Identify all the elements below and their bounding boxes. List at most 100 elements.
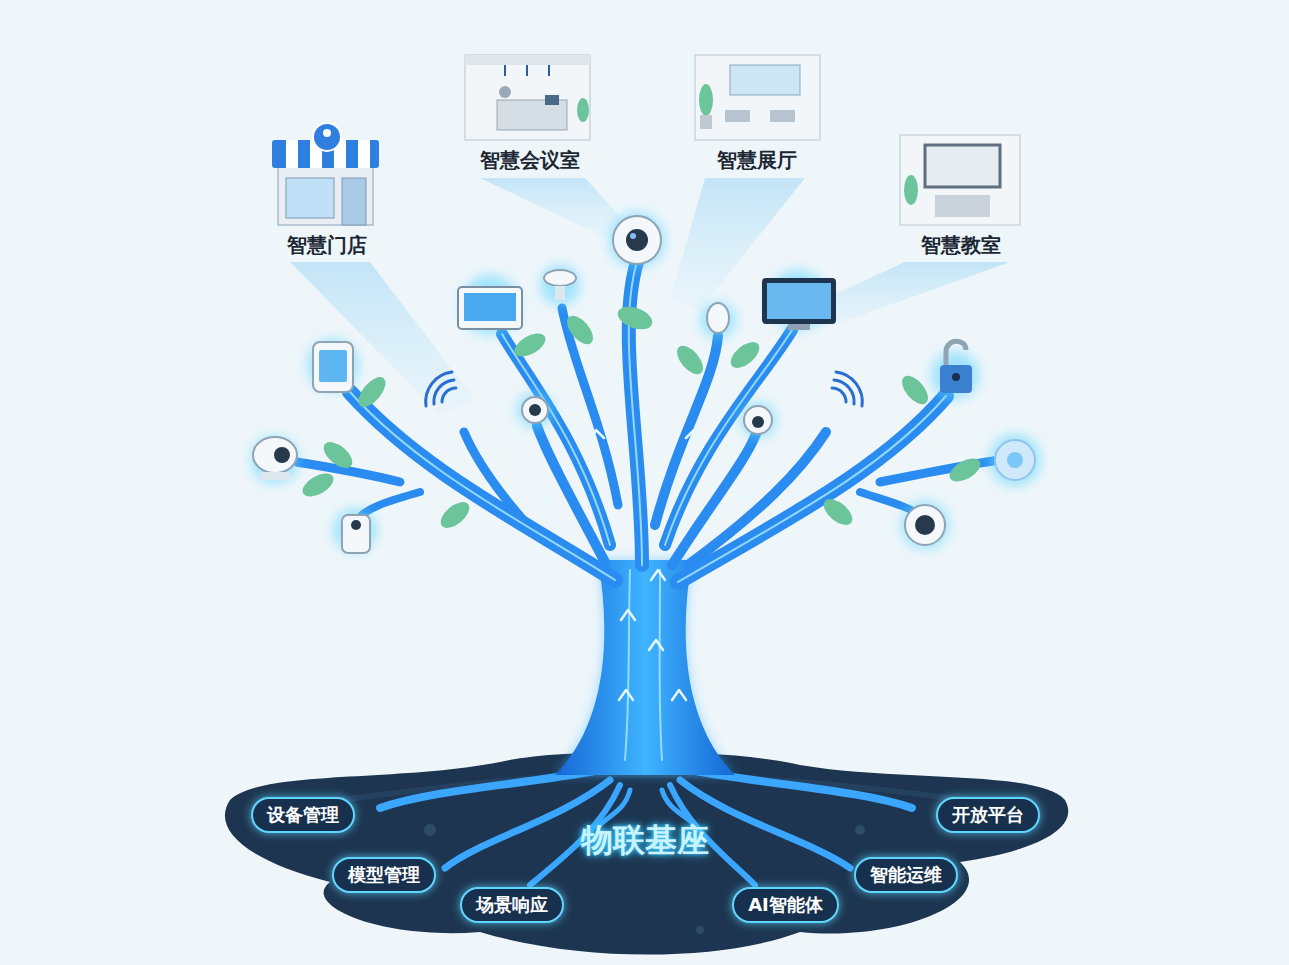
scenario-icon xyxy=(286,178,334,218)
device-icon xyxy=(752,416,764,428)
scenario-label: 智慧展厅 xyxy=(717,148,797,172)
scenario-icon xyxy=(730,65,800,95)
device-icon xyxy=(905,505,945,545)
branch-highlight xyxy=(660,570,663,760)
scenario-icon xyxy=(548,65,550,76)
wifi-symbol xyxy=(442,388,456,402)
device-icon xyxy=(555,286,565,300)
scenario-icon xyxy=(272,55,1020,225)
leaf xyxy=(511,329,549,362)
device-icon xyxy=(952,373,960,381)
device-icon xyxy=(253,216,1035,553)
flow-arrow xyxy=(540,496,552,508)
branch-highlight xyxy=(678,396,946,582)
device-icon xyxy=(313,342,353,392)
scenario-icon xyxy=(699,84,713,116)
leaf xyxy=(897,371,933,409)
leaf xyxy=(672,341,708,379)
branch-highlight xyxy=(350,392,615,580)
device-glow xyxy=(540,265,580,305)
tree-trunk xyxy=(555,560,735,775)
root-line xyxy=(380,770,912,885)
device-glow xyxy=(333,508,377,552)
scenario-icon xyxy=(278,165,373,225)
device-glow xyxy=(251,212,1041,552)
soil xyxy=(855,825,865,835)
device-glow xyxy=(517,392,553,428)
light-beam xyxy=(290,262,475,415)
leaf xyxy=(562,311,598,349)
device-icon xyxy=(744,406,772,434)
leaf xyxy=(299,469,337,502)
device-icon xyxy=(529,404,541,416)
soil xyxy=(225,752,1068,955)
flow-arrow xyxy=(649,640,663,650)
device-glow xyxy=(609,212,665,268)
tree-trunk xyxy=(555,560,735,775)
wifi-symbol xyxy=(426,372,452,406)
device-icon xyxy=(319,350,347,382)
device-icon xyxy=(544,270,576,286)
root-line xyxy=(662,790,695,825)
flow-arrow xyxy=(540,430,750,700)
device-icon xyxy=(762,278,836,324)
scenario-icon xyxy=(545,95,559,105)
branch-highlight xyxy=(502,334,610,545)
device-glow xyxy=(989,434,1041,486)
light-beam xyxy=(480,178,628,240)
flow-arrow xyxy=(619,690,633,700)
root-line xyxy=(600,790,630,825)
scenario-icon xyxy=(526,65,528,76)
root-pill: 场景响应 xyxy=(460,887,564,923)
root-pill: 模型管理 xyxy=(332,857,436,893)
device-icon xyxy=(351,520,361,530)
root-pill: 智能运维 xyxy=(854,857,958,893)
flow-arrow xyxy=(686,430,700,440)
device-icon xyxy=(260,472,290,480)
leaf xyxy=(299,302,984,532)
scenario-label: 智慧门店 xyxy=(287,233,367,257)
device-icon xyxy=(342,515,370,553)
wifi-symbol xyxy=(434,380,454,404)
flow-arrow xyxy=(651,570,665,580)
device-glow xyxy=(700,302,736,338)
device-icon xyxy=(995,440,1035,480)
device-icon xyxy=(915,515,935,535)
device-icon xyxy=(788,324,810,330)
device-icon xyxy=(253,437,297,473)
tree-branch xyxy=(362,492,420,515)
soil xyxy=(696,926,704,934)
leaf xyxy=(946,454,984,487)
pill-text: 设备管理 xyxy=(267,806,339,824)
pill-text: 场景响应 xyxy=(476,896,548,914)
device-icon xyxy=(707,303,729,333)
branch-highlight xyxy=(350,262,946,760)
scenario-icon xyxy=(900,135,1020,225)
base-title: 物联基座 xyxy=(581,821,709,859)
pill-text: 模型管理 xyxy=(348,866,420,884)
root-line xyxy=(690,770,912,808)
leaf xyxy=(819,494,857,530)
tree-branch xyxy=(297,262,1000,582)
pill-text: AI智能体 xyxy=(748,896,823,914)
device-icon xyxy=(613,216,661,264)
leaf xyxy=(436,497,474,533)
tree-branch xyxy=(678,396,946,582)
scenario-icon xyxy=(700,115,712,129)
tree-branch xyxy=(880,460,1000,482)
scenario-icon xyxy=(770,110,795,122)
scenario-icon xyxy=(465,55,590,65)
flow-arrow xyxy=(590,430,604,440)
flow-arrow xyxy=(738,496,750,508)
root-pill: AI智能体 xyxy=(732,887,839,923)
scenario-icon xyxy=(904,175,918,205)
scenario-label: 智慧教室 xyxy=(921,233,1001,257)
scenario-icon xyxy=(504,65,506,76)
scenario-icon xyxy=(465,55,590,140)
leaf xyxy=(354,372,391,411)
device-icon xyxy=(630,233,636,239)
pill-text: 智能运维 xyxy=(870,866,942,884)
wifi-symbol xyxy=(836,372,862,406)
branch-highlight xyxy=(625,570,630,760)
